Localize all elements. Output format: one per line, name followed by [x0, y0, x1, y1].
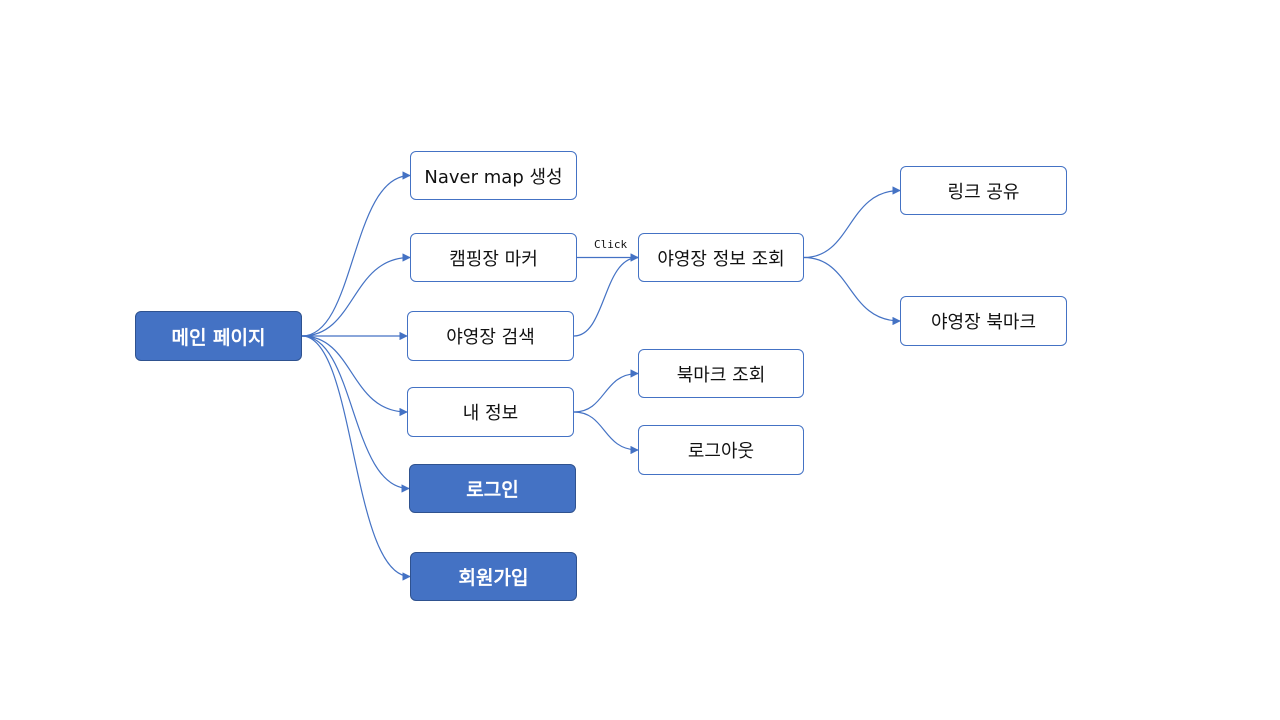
node-label: 야영장 북마크 — [930, 312, 1037, 333]
node-bookmark-view[interactable]: 북마크 조회 — [638, 349, 804, 398]
node-label: 로그아웃 — [687, 441, 755, 462]
edge-main-to-signup — [301, 335, 411, 581]
edge-my_info-to-bookmark_view — [573, 369, 639, 413]
edge-main-to-login — [301, 335, 410, 493]
edge-campsite_search-to-campsite_info — [573, 253, 639, 337]
node-signup[interactable]: 회원가입 — [410, 552, 577, 601]
node-label: Naver map 생성 — [424, 166, 563, 188]
node-label: 야영장 정보 조회 — [657, 248, 785, 270]
node-label: 로그인 — [466, 479, 519, 501]
node-campsite-bookmark[interactable]: 야영장 북마크 — [900, 296, 1067, 346]
edge-main-to-camping_marker — [301, 253, 411, 337]
node-logout[interactable]: 로그아웃 — [638, 425, 804, 475]
node-naver-map-create[interactable]: Naver map 생성 — [410, 151, 577, 200]
node-login[interactable]: 로그인 — [409, 464, 576, 513]
node-label: 북마크 조회 — [676, 364, 766, 386]
edge-my_info-to-logout — [573, 411, 639, 455]
node-campsite-search[interactable]: 야영장 검색 — [407, 311, 574, 361]
node-label: 메인 페이지 — [171, 326, 266, 349]
node-main-page[interactable]: 메인 페이지 — [135, 311, 302, 361]
node-label: 캠핑장 마커 — [449, 248, 538, 270]
edge-label-text: Click — [594, 238, 628, 251]
node-label: 야영장 검색 — [446, 327, 535, 348]
node-label: 내 정보 — [462, 403, 519, 424]
edge-campsite_info-to-link_share — [803, 186, 901, 259]
node-camping-marker[interactable]: 캠핑장 마커 — [410, 233, 577, 282]
edge-campsite_info-to-campsite_bookmark — [803, 256, 901, 326]
node-label: 링크 공유 — [947, 181, 1020, 203]
edge-main-to-my_info — [301, 335, 408, 417]
node-link-share[interactable]: 링크 공유 — [900, 166, 1067, 215]
edge-main-to-naver_map — [301, 171, 411, 337]
node-label: 회원가입 — [458, 567, 529, 589]
node-campsite-info-view[interactable]: 야영장 정보 조회 — [638, 233, 804, 282]
edge-label-click: Click — [594, 238, 627, 251]
node-my-info[interactable]: 내 정보 — [407, 387, 574, 437]
